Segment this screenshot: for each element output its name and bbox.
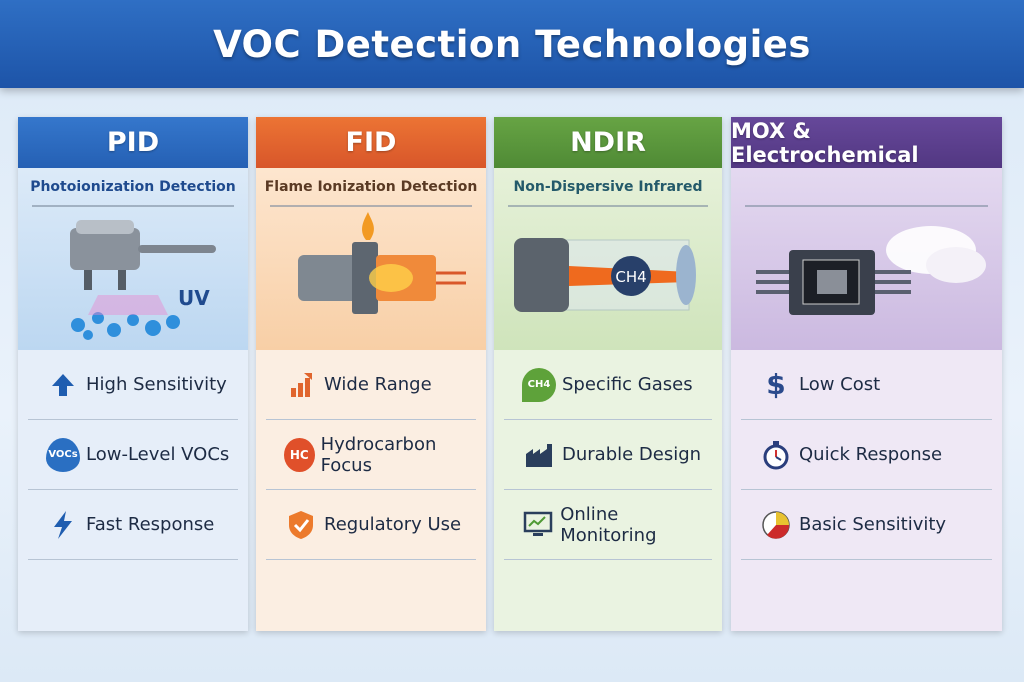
feature-item: Durable Design xyxy=(504,420,712,490)
ch4-pin-icon: CH4 xyxy=(522,367,556,402)
feature-item: Online Monitoring xyxy=(504,490,712,560)
uv-label: UV xyxy=(178,286,210,310)
card-subtitle: Photoionization Detection xyxy=(30,179,236,195)
pid-sensor-illustration: UV xyxy=(70,220,216,340)
card-fid: FID Flame Ionization Detection Wide Rang… xyxy=(256,117,486,631)
card-subtitle: Non-Dispersive Infrared xyxy=(513,179,703,195)
factory-icon xyxy=(522,438,556,472)
bar-chart-up-icon xyxy=(284,368,318,402)
card-title: NDIR xyxy=(494,117,722,168)
feature-item: Quick Response xyxy=(741,420,992,490)
lightning-icon xyxy=(46,508,80,542)
feature-item: High Sensitivity xyxy=(28,350,238,420)
card-pid: PID Photoionization Detection UV High Se… xyxy=(18,117,248,631)
stopwatch-icon xyxy=(759,438,793,472)
title-banner: VOC Detection Technologies xyxy=(0,0,1024,88)
card-title: PID xyxy=(18,117,248,168)
monitor-chart-icon xyxy=(522,508,554,542)
mox-chip-illustration xyxy=(756,226,986,315)
page-title: VOC Detection Technologies xyxy=(213,22,811,66)
card-title: MOX & Electrochemical xyxy=(731,117,1002,168)
feature-item: Basic Sensitivity xyxy=(741,490,992,560)
feature-item: Regulatory Use xyxy=(266,490,476,560)
pie-chart-icon xyxy=(759,508,793,542)
hc-badge-icon: HC xyxy=(284,437,315,472)
card-title: FID xyxy=(256,117,486,168)
ndir-sensor-illustration: CH4 xyxy=(514,238,696,312)
fid-detector-illustration xyxy=(298,212,466,314)
dollar-icon: $ xyxy=(766,368,786,401)
feature-item: Wide Range xyxy=(266,350,476,420)
feature-item: Fast Response xyxy=(28,490,238,560)
card-mox: MOX & Electrochemical $Low Cost Quick Re… xyxy=(731,117,1002,631)
voc-drop-icon: VOCs xyxy=(46,437,80,472)
arrow-up-icon xyxy=(46,368,80,402)
feature-item: $Low Cost xyxy=(741,350,992,420)
card-subtitle: Flame Ionization Detection xyxy=(264,179,478,195)
shield-check-icon xyxy=(284,508,318,542)
ch4-label: CH4 xyxy=(615,268,646,286)
